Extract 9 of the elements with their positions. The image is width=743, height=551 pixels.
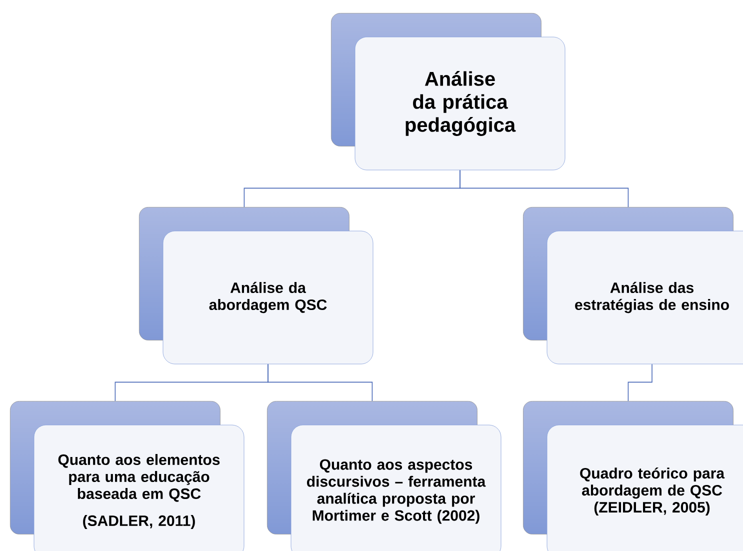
stacked-card: Análise da abordagem QSC bbox=[139, 207, 374, 364]
connector-line bbox=[460, 170, 629, 208]
stacked-card: Quanto aos aspectos discursivos – ferramenta analítica proposta por Mortimer e Scott (2002) bbox=[267, 401, 502, 551]
connector-line bbox=[628, 364, 652, 402]
stacked-card: Análise da prática pedagógica bbox=[331, 13, 566, 170]
connector-line bbox=[268, 364, 373, 402]
stacked-card: Quanto aos elementos para uma educação baseada em QSC (SADLER, 2011) bbox=[10, 401, 244, 551]
stacked-card: Quadro teórico para abordagem de QSC (ZEIDLER, 2005) bbox=[523, 401, 743, 551]
stacked-card: Análise das estratégias de ensino bbox=[523, 207, 743, 364]
